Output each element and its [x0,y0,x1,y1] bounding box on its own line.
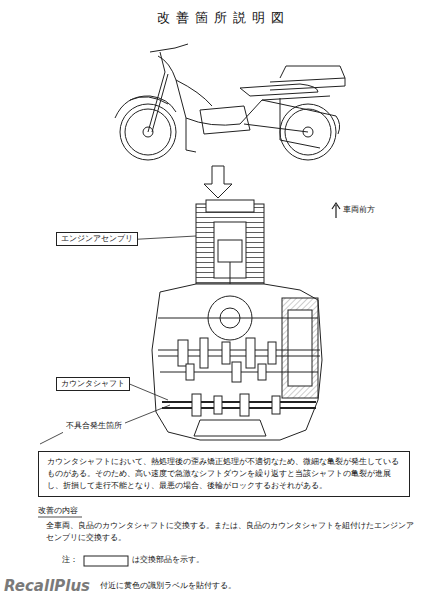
direction-label: 車両前方 [343,205,375,215]
leader-line [130,384,168,400]
note-text: 付近に黄色の識別ラベルを貼付する。 [100,581,236,591]
description-box: カウンタシャフトにおいて、熱処理後の歪み矯正処理が不適切なため、微細な亀裂が発生… [38,451,410,497]
remedy-text: 全車両、良品のカウンタシャフトに交換する。または、良品のカウンタシャフトを組付け… [46,520,414,544]
leader-line [138,236,196,239]
direction-arrow [332,203,340,218]
page-title: 改善箇所説明図 [0,10,447,27]
leader-line [125,405,170,423]
note-text: は交換部品を示す。 [132,555,204,565]
pointer-arrow [204,166,232,198]
leader-line [40,432,63,444]
description-text: カウンタシャフトにおいて、熱処理後の歪み矯正処理が不適切なため、微細な亀裂が発生… [47,456,401,492]
replacement-part-marker [84,556,128,566]
motorcycle [115,44,345,160]
part-label-box: エンジンアセンブリ [56,232,138,246]
engine-section [152,200,322,440]
part-name: カウンタシャフト [61,379,125,389]
watermark: RecallPlus [4,577,90,597]
part-label-box: カウンタシャフト [56,377,130,391]
section-heading: 改善の内容 [38,506,78,516]
note-label: 注： [62,555,78,565]
heading-underline [38,517,82,518]
defect-location-label: 不具合発生箇所 [66,421,122,431]
part-name: エンジンアセンブリ [61,234,133,244]
